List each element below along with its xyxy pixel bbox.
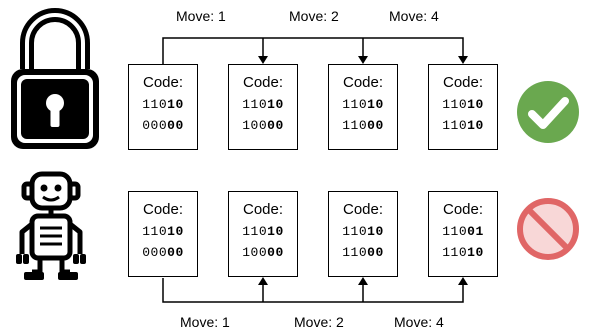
- bottom-code-box-1: Code: 11010 00000: [128, 191, 198, 277]
- top-move-label-1: Move: 1: [176, 8, 226, 24]
- bottom-code-box-2: Code: 11010 10000: [228, 191, 298, 277]
- code-title: Code:: [142, 201, 184, 218]
- top-arrowhead-2: [258, 56, 268, 64]
- bottom-move-label-1: Move: 1: [180, 314, 230, 330]
- code-line-2: 00000: [142, 245, 184, 260]
- code-line-1: 11010: [342, 224, 384, 239]
- bottom-arrowhead-2: [258, 277, 268, 285]
- code-line-2: 10000: [242, 118, 284, 133]
- code-title: Code:: [442, 74, 484, 91]
- bottom-move-label-3: Move: 4: [394, 314, 444, 330]
- robot-icon: [16, 171, 86, 280]
- code-title: Code:: [242, 201, 284, 218]
- bottom-move-label-2: Move: 2: [294, 314, 344, 330]
- top-code-box-3: Code: 11010 11000: [328, 64, 398, 150]
- code-line-1: 11010: [342, 97, 384, 112]
- bottom-arrowhead-3: [358, 277, 368, 285]
- top-move-label-3: Move: 4: [389, 8, 439, 24]
- top-code-box-2: Code: 11010 10000: [228, 64, 298, 150]
- bottom-bus-line: [162, 278, 464, 303]
- code-line-1: 11010: [142, 97, 184, 112]
- code-line-1: 11010: [142, 224, 184, 239]
- top-arrowhead-4: [458, 56, 468, 64]
- code-line-2: 11000: [342, 245, 384, 260]
- code-line-1: 11001: [442, 224, 484, 239]
- top-move-label-2: Move: 2: [289, 8, 339, 24]
- top-bus-line: [162, 37, 464, 64]
- top-arrowhead-3: [358, 56, 368, 64]
- padlock-icon: [11, 8, 99, 149]
- bottom-arrowhead-4: [458, 277, 468, 285]
- code-title: Code:: [242, 74, 284, 91]
- code-title: Code:: [342, 74, 384, 91]
- code-line-2: 10000: [242, 245, 284, 260]
- code-title: Code:: [442, 201, 484, 218]
- code-line-2: 11000: [342, 118, 384, 133]
- code-line-2: 11010: [442, 118, 484, 133]
- bottom-code-box-4: Code: 11001 11010: [428, 191, 498, 277]
- code-title: Code:: [142, 74, 184, 91]
- code-title: Code:: [342, 201, 384, 218]
- code-line-2: 00000: [142, 118, 184, 133]
- code-line-1: 11010: [242, 224, 284, 239]
- code-line-1: 11010: [442, 97, 484, 112]
- checkmark-icon: [517, 81, 579, 143]
- code-line-2: 11010: [442, 245, 484, 260]
- top-code-box-4: Code: 11010 11010: [428, 64, 498, 150]
- top-code-box-1: Code: 11010 00000: [128, 64, 198, 150]
- bottom-code-box-3: Code: 11010 11000: [328, 191, 398, 277]
- code-line-1: 11010: [242, 97, 284, 112]
- prohibited-icon: [517, 198, 579, 260]
